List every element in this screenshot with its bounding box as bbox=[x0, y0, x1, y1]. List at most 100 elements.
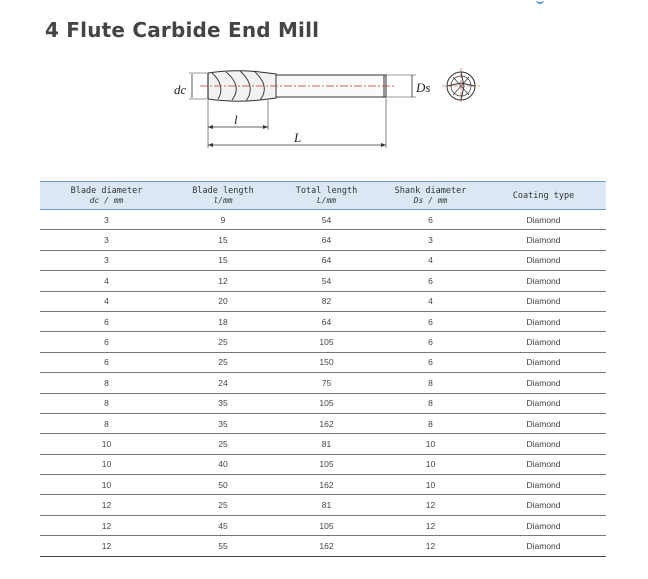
table-cell: 12 bbox=[380, 535, 481, 557]
table-cell: 55 bbox=[173, 535, 273, 557]
table-cell: 10 bbox=[380, 454, 481, 476]
table-cell: 40 bbox=[173, 454, 273, 476]
table-cell: 4 bbox=[380, 250, 481, 272]
table-cell: 82 bbox=[273, 291, 380, 312]
flute-line-4 bbox=[253, 70, 265, 101]
flute-line-2 bbox=[225, 71, 237, 101]
table-cell: 12 bbox=[380, 515, 481, 537]
table-cell: Diamond bbox=[481, 209, 606, 231]
table-cell: 12 bbox=[40, 535, 173, 557]
table-cell: 4 bbox=[380, 291, 481, 312]
table-cell: 64 bbox=[273, 229, 380, 251]
table-cell: 8 bbox=[40, 393, 173, 414]
decorative-mark bbox=[536, 0, 544, 4]
table-cell: 15 bbox=[173, 229, 273, 251]
table-cell: 9 bbox=[173, 209, 273, 231]
label-l: l bbox=[234, 112, 238, 127]
L-arrow-right bbox=[381, 143, 386, 147]
l-arrow-right bbox=[263, 125, 268, 129]
table-cell: 25 bbox=[173, 494, 273, 516]
end-view-icon bbox=[442, 68, 480, 104]
table-cell: 162 bbox=[273, 474, 380, 496]
table-cell: 64 bbox=[273, 250, 380, 272]
table-cell: Diamond bbox=[481, 474, 606, 496]
table-cell: Diamond bbox=[481, 352, 606, 374]
table-cell: 24 bbox=[173, 372, 273, 394]
table-cell: 35 bbox=[173, 413, 273, 435]
label-L: L bbox=[293, 130, 301, 145]
table-cell: 6 bbox=[40, 311, 173, 333]
table-cell: 12 bbox=[40, 515, 173, 537]
label-ds: Ds bbox=[415, 80, 430, 95]
page-title: 4 Flute Carbide End Mill bbox=[45, 18, 320, 42]
table-cell: 6 bbox=[40, 331, 173, 353]
table-cell: 105 bbox=[273, 393, 380, 414]
table-cell: 162 bbox=[273, 535, 380, 557]
table-cell: 10 bbox=[40, 474, 173, 496]
table-cell: 8 bbox=[380, 393, 481, 414]
table-cell: 3 bbox=[40, 229, 173, 251]
table-cell: Diamond bbox=[481, 250, 606, 272]
flute-line-1 bbox=[211, 72, 222, 100]
label-dc: dc bbox=[174, 82, 187, 97]
table-cell: Diamond bbox=[481, 311, 606, 333]
table-cell: Diamond bbox=[481, 270, 606, 292]
table-cell: Diamond bbox=[481, 291, 606, 312]
table-cell: 6 bbox=[380, 331, 481, 353]
table-cell: 10 bbox=[380, 474, 481, 496]
table-cell: Diamond bbox=[481, 413, 606, 435]
table-cell: 45 bbox=[173, 515, 273, 537]
table-cell: 10 bbox=[40, 454, 173, 476]
table-cell: 105 bbox=[273, 515, 380, 537]
table-cell: 81 bbox=[273, 433, 380, 455]
table-cell: 54 bbox=[273, 270, 380, 292]
table-cell: Diamond bbox=[481, 372, 606, 394]
table-cell: 6 bbox=[40, 352, 173, 374]
table-cell: 75 bbox=[273, 372, 380, 394]
table-cell: 81 bbox=[273, 494, 380, 516]
table-cell: 8 bbox=[380, 372, 481, 394]
table-cell: 50 bbox=[173, 474, 273, 496]
table-cell: 6 bbox=[380, 209, 481, 231]
table-cell: 10 bbox=[40, 433, 173, 455]
table-cell: 3 bbox=[40, 209, 173, 231]
L-arrow-left bbox=[208, 143, 213, 147]
table-cell: 3 bbox=[380, 229, 481, 251]
table-cell: Diamond bbox=[481, 535, 606, 557]
table-cell: 162 bbox=[273, 413, 380, 435]
table-cell: 6 bbox=[380, 270, 481, 292]
table-cell: 105 bbox=[273, 331, 380, 353]
table-cell: Diamond bbox=[481, 494, 606, 516]
table-cell: 64 bbox=[273, 311, 380, 333]
header-coating-type: Coating type bbox=[481, 181, 606, 210]
table-cell: 25 bbox=[173, 331, 273, 353]
end-mill-diagram: dc Ds bbox=[172, 62, 484, 152]
table-cell: 12 bbox=[380, 494, 481, 516]
table-cell: 3 bbox=[40, 250, 173, 272]
table-cell: 15 bbox=[173, 250, 273, 272]
table-cell: 4 bbox=[40, 270, 173, 292]
table-cell: 25 bbox=[173, 433, 273, 455]
table-cell: Diamond bbox=[481, 454, 606, 476]
table-cell: 8 bbox=[40, 372, 173, 394]
table-cell: 54 bbox=[273, 209, 380, 231]
table-cell: Diamond bbox=[481, 229, 606, 251]
